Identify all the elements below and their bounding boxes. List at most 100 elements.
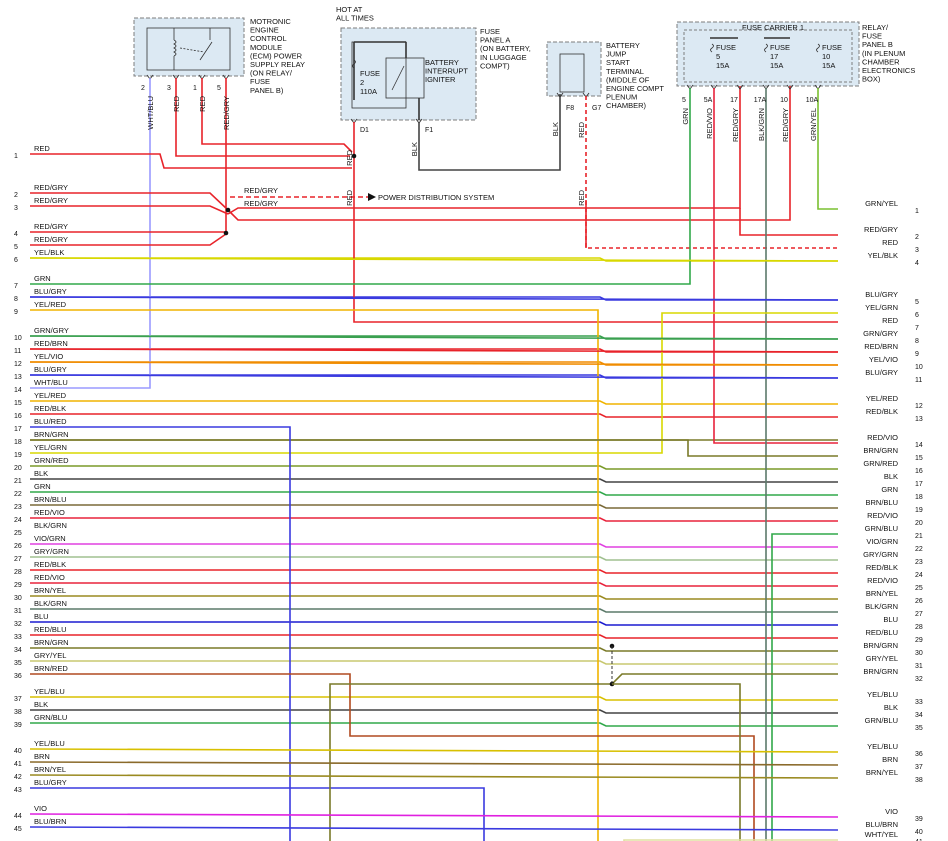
text-line: (IN PLENUM	[862, 49, 905, 58]
right-row-label: GRN/RED	[863, 459, 898, 468]
right-row-label: BLU/GRY	[865, 290, 898, 299]
wire-through-bottom	[29, 761, 839, 766]
left-row-label: BLU/GRY	[34, 365, 67, 374]
right-row-label: VIO/GRN	[866, 537, 898, 546]
right-row-number: 31	[915, 663, 923, 670]
wire-through	[30, 696, 838, 701]
left-row-label: BLK	[34, 700, 48, 709]
wire-blugry-13	[29, 374, 839, 379]
right-row-label: YEL/BLK	[868, 251, 898, 260]
right-row-label: YEL/VIO	[869, 355, 898, 364]
right-row-number: 10	[915, 364, 923, 371]
left-row-number: 32	[14, 621, 22, 628]
right-row-number: 16	[915, 468, 923, 475]
left-row-label: GRN/RED	[34, 456, 69, 465]
right-row-label: BLU/BRN	[865, 820, 898, 829]
wire-brnred	[30, 673, 755, 841]
left-row-number: 27	[14, 556, 22, 563]
left-row-label: RED	[34, 144, 50, 153]
wire-through-bottom	[29, 813, 839, 818]
left-row-number: 1	[14, 153, 18, 160]
text-line: PANEL B	[862, 40, 893, 49]
right-row-number: 14	[915, 442, 923, 449]
left-row-number: 20	[14, 465, 22, 472]
vertical-red-label: RED	[577, 189, 586, 205]
text-line: JUMP	[606, 50, 626, 59]
fuse-carrier-pin-wire-label: RED/GRY	[781, 108, 790, 142]
wire-through	[30, 491, 838, 496]
wire-jump-red	[585, 96, 838, 249]
left-row-number: 19	[14, 452, 22, 459]
right-row-number: 35	[915, 725, 923, 732]
left-row-number: 35	[14, 660, 22, 667]
wire-through	[30, 722, 838, 727]
wire-through	[30, 647, 838, 652]
left-row-label: RED/GRY	[34, 222, 68, 231]
wire-through	[30, 709, 838, 714]
fuse-name: FUSE	[770, 43, 790, 52]
left-row-label: GRY/YEL	[34, 651, 66, 660]
text-line: ELECTRONICS	[862, 66, 915, 75]
text-line: ALL TIMES	[336, 14, 374, 23]
left-row-label: GRN	[34, 274, 51, 283]
right-row-label: WHT/YEL	[865, 830, 898, 839]
wire-through-bottom	[29, 774, 839, 779]
right-row-number: 1	[915, 208, 919, 215]
right-row-label: BRN/YEL	[866, 589, 898, 598]
left-row-label: YEL/BLU	[34, 687, 65, 696]
left-row-label: BLK/GRN	[34, 599, 67, 608]
fuse-carrier-pin-arrow-icon	[736, 84, 744, 90]
wire-redgry-3	[30, 205, 229, 215]
wire-redgry-to-17	[227, 86, 741, 215]
wire-yelgrn	[30, 312, 838, 454]
text-line: FUSE	[480, 27, 500, 36]
left-row-label: BRN/GRN	[34, 638, 69, 647]
left-row-number: 5	[14, 244, 18, 251]
right-row-label: BLK	[884, 703, 898, 712]
right-row-label: GRN/BLU	[865, 524, 898, 533]
left-row-label: BLU/GRY	[34, 287, 67, 296]
left-row-label: BLK/GRN	[34, 521, 67, 530]
left-row-number: 43	[14, 787, 22, 794]
fuse-carrier-pin-number: 17	[730, 97, 738, 104]
right-row-number: 37	[915, 764, 923, 771]
text-line: TERMINAL	[606, 67, 644, 76]
right-row-number: 6	[915, 312, 919, 319]
wire-grn-fuse5	[30, 88, 691, 285]
fuse-number: 10	[822, 52, 830, 61]
right-row-number: 11	[915, 377, 922, 384]
right-row-number: 38	[915, 777, 923, 784]
wire-through	[30, 517, 838, 522]
right-row-number: 7	[915, 325, 919, 332]
right-row-number: 28	[915, 624, 923, 631]
left-row-label: GRN/BLU	[34, 713, 67, 722]
splice-dot	[225, 207, 231, 213]
igniter-switch-icon	[391, 65, 405, 91]
fuse-carrier-pin-number: 17A	[754, 97, 767, 104]
wire-brngrn-down	[612, 683, 741, 841]
wire-brngrn	[30, 439, 838, 457]
wire-through	[30, 621, 838, 626]
ecm-pin-wire-label: RED	[198, 95, 207, 111]
wire-through	[30, 413, 838, 418]
wire-through	[30, 465, 838, 470]
left-row-label: BRN/YEL	[34, 586, 66, 595]
left-row-number: 3	[14, 205, 18, 212]
text-line: MOTRONIC	[250, 17, 291, 26]
left-row-number: 8	[14, 296, 18, 303]
wire-redgry-2	[30, 192, 229, 211]
left-row-number: 7	[14, 283, 18, 290]
right-row-number: 15	[915, 455, 923, 462]
ecm-relay-box	[133, 17, 245, 77]
wire-through	[30, 569, 838, 574]
right-row-label: BRN	[882, 755, 898, 764]
right-row-number: 27	[915, 611, 923, 618]
wire-through	[30, 543, 838, 548]
right-row-number: 23	[915, 559, 923, 566]
text-line: PANEL B)	[250, 86, 284, 95]
text-line: (ON RELAY/	[250, 69, 293, 78]
